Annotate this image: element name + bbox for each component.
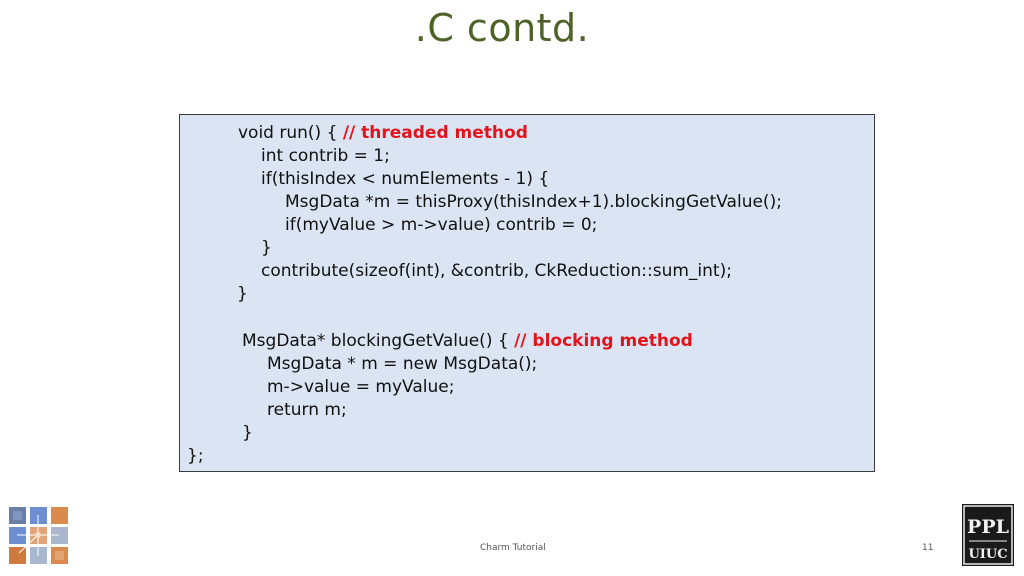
page-number: 11 [922,543,934,553]
code-line: int contrib = 1; [261,146,390,166]
slide-title: .C contd. [414,6,590,50]
code-line: }; [187,446,204,466]
code-text: MsgData* blockingGetValue() { [242,331,515,351]
svg-text:PPL: PPL [967,516,1009,538]
code-line: m->value = myValue; [267,377,455,397]
footer-title: Charm Tutorial [480,543,546,553]
code-line: } [242,423,253,443]
code-comment: // threaded method [342,123,528,143]
code-line: MsgData *m = thisProxy(thisIndex+1).bloc… [285,192,782,212]
charm-grid-logo [9,507,68,564]
code-line: if(thisIndex < numElements - 1) { [261,169,550,189]
code-line: return m; [267,400,347,420]
code-line: if(myValue > m->value) contrib = 0; [285,215,598,235]
code-line: contribute(sizeof(int), &contrib, CkRedu… [261,261,732,281]
code-comment: // blocking method [514,331,693,351]
code-text: void run() { [238,123,343,143]
code-line: MsgData * m = new MsgData(); [267,354,538,374]
code-line: } [261,238,272,258]
code-line: } [237,284,248,304]
code-line: void run() { // threaded method [238,122,528,145]
code-line: MsgData* blockingGetValue() { // blockin… [242,330,693,353]
ppl-uiuc-logo: PPL UIUC [962,504,1014,566]
code-block: void run() { // threaded method int cont… [179,114,875,472]
svg-text:UIUC: UIUC [968,547,1007,562]
